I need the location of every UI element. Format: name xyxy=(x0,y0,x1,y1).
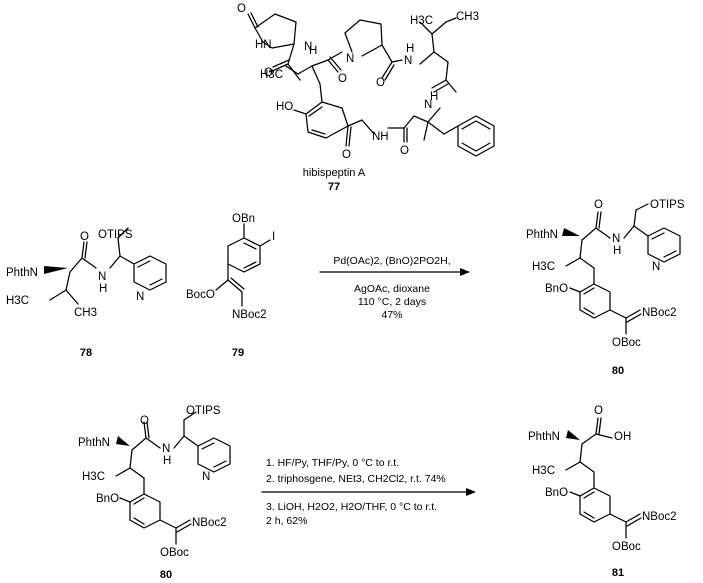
compound-80a-structure xyxy=(562,203,681,335)
atom-label: I xyxy=(272,231,275,243)
atom-label: OBoc xyxy=(612,541,641,553)
atom-label: N xyxy=(202,471,210,483)
atom-label: BnO xyxy=(545,487,568,499)
atom-label: PhthN xyxy=(526,229,558,241)
atom-label: NBoc2 xyxy=(642,307,677,319)
atom-label: O xyxy=(594,199,603,211)
atom-label: NBoc2 xyxy=(642,511,677,523)
atom-label: O xyxy=(376,77,385,89)
atom-label: PhthN xyxy=(6,267,38,279)
atom-label: OBoc xyxy=(160,547,189,559)
reaction-2-step-3-yield: 2 h, 62% xyxy=(266,515,307,527)
atom-label: O xyxy=(140,415,149,427)
compound-77-number: 77 xyxy=(328,181,340,193)
compound-81-structure xyxy=(565,417,642,539)
compound-80b-labels: OTIPS PhthN O N H N H3C BnO NBoc2 OBoc xyxy=(78,405,227,559)
atom-label: O xyxy=(237,3,246,15)
atom-label: OTIPS xyxy=(98,229,133,241)
reaction-2-step-2: 2. triphosgene, NEt3, CH2Cl2, r.t. 74% xyxy=(266,473,446,485)
compound-81-labels: PhthN OH O H3C BnO NBoc2 OBoc xyxy=(528,405,677,553)
atom-label: N xyxy=(162,443,170,455)
atom-label: H3C xyxy=(82,471,105,483)
atom-label: O xyxy=(400,145,409,157)
atom-label: OTIPS xyxy=(650,199,685,211)
atom-label: NBoc2 xyxy=(192,517,227,529)
atom-label: O xyxy=(338,73,347,85)
atom-label: H xyxy=(430,91,438,103)
atom-label: H xyxy=(163,455,171,467)
compound-81-number: 81 xyxy=(612,567,624,579)
atom-label: N xyxy=(424,99,432,111)
atom-label: H3C xyxy=(260,69,283,81)
atom-label: H3C xyxy=(532,465,555,477)
atom-label: H3C xyxy=(410,15,433,27)
compound-80a-labels: O OTIPS PhthN N H N H3C BnO NBoc2 OBoc xyxy=(526,199,685,349)
atom-label: BnO xyxy=(545,283,568,295)
atom-label: OBoc xyxy=(612,337,641,349)
compound-78-number: 78 xyxy=(80,347,92,359)
atom-label: O xyxy=(594,405,603,417)
atom-label: O xyxy=(264,67,273,79)
compound-78-structure xyxy=(44,227,167,305)
atom-label: H3C xyxy=(6,295,29,307)
atom-label: N xyxy=(612,233,620,245)
reaction-arrow-2 xyxy=(261,488,476,496)
atom-label: O xyxy=(80,231,89,243)
atom-label: N xyxy=(346,53,354,65)
atom-label: H xyxy=(309,45,317,57)
atom-label: N xyxy=(652,261,660,273)
reaction-1-yield: 47% xyxy=(381,309,402,321)
atom-label: OBn xyxy=(232,213,255,225)
atom-label: H xyxy=(406,43,414,55)
atom-label: H3C xyxy=(532,261,555,273)
compound-79-number: 79 xyxy=(232,347,244,359)
compound-79-structure xyxy=(215,223,271,307)
atom-label: CH3 xyxy=(74,307,97,319)
atom-label: PhthN xyxy=(528,431,560,443)
atom-label: N xyxy=(98,271,106,283)
atom-label: OH xyxy=(614,431,631,443)
atom-label: HN xyxy=(255,39,272,51)
atom-label: N xyxy=(136,291,144,303)
atom-label: H xyxy=(613,245,621,257)
atom-label: N xyxy=(404,55,412,67)
reaction-2-step-3: 3. LiOH, H2O2, H2O/THF, 0 °C to r.t. xyxy=(266,501,437,513)
reaction-2-step-1: 1. HF/Py, THF/Py, 0 °C to r.t. xyxy=(266,457,399,469)
compound-77-labels: O HN N H N O O H3C N H H3C CH3 HO O N H … xyxy=(237,3,479,161)
compound-80b-number: 80 xyxy=(160,569,172,581)
reaction-1-condition: AgOAc, dioxane xyxy=(354,283,430,295)
compound-77-name: hibispeptin A xyxy=(303,167,366,179)
compound-80b-structure xyxy=(115,411,231,545)
atom-label: NH xyxy=(372,131,389,143)
atom-label: HO xyxy=(276,101,293,113)
reaction-1-reagents: Pd(OAc)2, (BnO)2PO2H, xyxy=(333,255,450,267)
atom-label: PhthN xyxy=(78,437,110,449)
atom-label: NBoc2 xyxy=(232,309,267,321)
atom-label: O xyxy=(342,149,351,161)
atom-label: BocO xyxy=(186,289,215,301)
compound-77-structure xyxy=(247,12,495,157)
atom-label: H xyxy=(99,283,107,295)
atom-label: N xyxy=(304,41,312,53)
atom-label: BnO xyxy=(96,493,119,505)
compound-78-labels: OTIPS O PhthN N H N H3C CH3 xyxy=(6,229,144,319)
atom-label: CH3 xyxy=(456,11,479,23)
atom-label: OTIPS xyxy=(186,405,221,417)
compound-80a-number: 80 xyxy=(612,365,624,377)
compound-79-labels: OBn I BocO NBoc2 xyxy=(186,213,275,321)
reaction-1-temperature: 110 °C, 2 days xyxy=(358,296,426,308)
reaction-arrow-1 xyxy=(319,268,470,276)
